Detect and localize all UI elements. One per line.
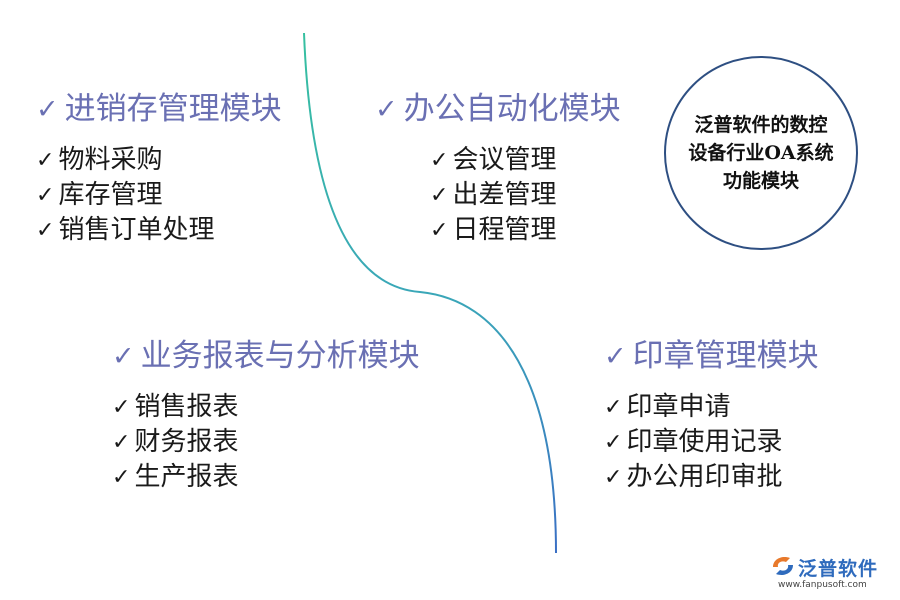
list-item-label: 会议管理 — [452, 145, 557, 175]
inventory-module-title: ✓ 进销存管理模块 — [36, 94, 282, 125]
list-item-label: 日程管理 — [452, 215, 557, 245]
check-icon: ✓ — [430, 183, 449, 208]
list-item-label: 库存管理 — [58, 180, 163, 210]
summary-line: 设备行业OA系统 — [688, 142, 834, 164]
list-item: ✓销售订单处理 — [36, 213, 282, 248]
summary-line: 泛普软件的数控 — [694, 114, 828, 136]
list-item-label: 物料采购 — [58, 145, 163, 175]
brand-logo: 泛普软件 www.fanpusoft.com — [770, 553, 892, 593]
check-icon: ✓ — [112, 430, 131, 455]
list-item-label: 印章使用记录 — [626, 427, 783, 457]
list-item: ✓办公用印审批 — [604, 460, 819, 495]
check-icon: ✓ — [36, 218, 55, 243]
logo-mark-icon — [773, 557, 793, 575]
list-item-label: 销售订单处理 — [58, 215, 215, 245]
list-item: ✓物料采购 — [36, 143, 282, 178]
check-icon: ✓ — [604, 430, 623, 455]
office-module-title-text: 办公自动化模块 — [403, 91, 621, 127]
reports-module: ✓ 业务报表与分析模块 ✓销售报表 ✓财务报表 ✓生产报表 — [112, 341, 420, 495]
list-item: ✓财务报表 — [112, 425, 420, 460]
list-item-label: 生产报表 — [134, 462, 239, 492]
inventory-module: ✓ 进销存管理模块 ✓物料采购 ✓库存管理 ✓销售订单处理 — [36, 94, 282, 248]
logo-name: 泛普软件 — [798, 558, 879, 580]
reports-module-title: ✓ 业务报表与分析模块 — [112, 341, 420, 372]
seal-module: ✓ 印章管理模块 ✓印章申请 ✓印章使用记录 ✓办公用印审批 — [604, 341, 819, 495]
check-icon: ✓ — [604, 395, 623, 420]
check-icon: ✓ — [430, 218, 449, 243]
curved-divider — [303, 32, 557, 554]
list-item: ✓库存管理 — [36, 178, 282, 213]
office-module: ✓ 办公自动化模块 ✓会议管理 ✓出差管理 ✓日程管理 — [375, 94, 621, 248]
reports-module-title-text: 业务报表与分析模块 — [140, 338, 420, 374]
check-icon: ✓ — [430, 148, 449, 173]
list-item-label: 办公用印审批 — [626, 462, 783, 492]
check-icon: ✓ — [112, 395, 131, 420]
list-item: ✓印章申请 — [604, 390, 819, 425]
list-item-label: 销售报表 — [134, 392, 239, 422]
check-icon: ✓ — [36, 183, 55, 208]
list-item: ✓出差管理 — [430, 178, 621, 213]
logo-url: www.fanpusoft.com — [778, 580, 867, 590]
office-module-title: ✓ 办公自动化模块 — [375, 94, 621, 125]
list-item: ✓印章使用记录 — [604, 425, 819, 460]
check-icon: ✓ — [36, 94, 59, 125]
check-icon: ✓ — [112, 465, 131, 490]
list-item: ✓销售报表 — [112, 390, 420, 425]
inventory-module-title-text: 进销存管理模块 — [64, 91, 282, 127]
summary-circle: 泛普软件的数控 设备行业OA系统 功能模块 — [664, 56, 858, 250]
list-item: ✓生产报表 — [112, 460, 420, 495]
check-icon: ✓ — [36, 148, 55, 173]
check-icon: ✓ — [375, 94, 398, 125]
list-item-label: 出差管理 — [452, 180, 557, 210]
list-item: ✓会议管理 — [430, 143, 621, 178]
check-icon: ✓ — [604, 465, 623, 490]
check-icon: ✓ — [112, 341, 135, 372]
list-item-label: 印章申请 — [626, 392, 731, 422]
seal-module-title-text: 印章管理模块 — [632, 338, 819, 374]
check-icon: ✓ — [604, 341, 627, 372]
seal-module-title: ✓ 印章管理模块 — [604, 341, 819, 372]
summary-line: 功能模块 — [722, 170, 799, 192]
list-item-label: 财务报表 — [134, 427, 239, 457]
list-item: ✓日程管理 — [430, 213, 621, 248]
summary-circle-text: 泛普软件的数控 设备行业OA系统 功能模块 — [676, 111, 846, 195]
